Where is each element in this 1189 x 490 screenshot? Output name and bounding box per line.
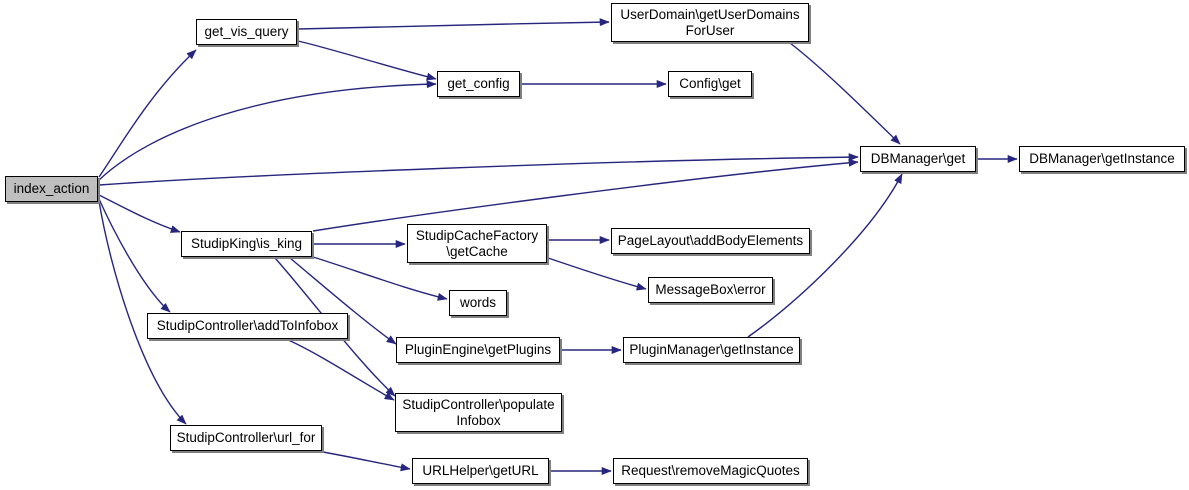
graph-node-studipcontroller_populateinfobox[interactable]: StudipController\populate Infobox [395,393,562,432]
graph-node-label: StudipController\addToInfobox [156,318,339,333]
graph-node-label: PluginManager\getInstance [629,342,794,357]
graph-node-index_action[interactable]: index_action [5,176,98,202]
graph-node-urlhelper_geturl[interactable]: URLHelper\getURL [412,458,549,484]
graph-node-label: PageLayout\addBodyElements [617,233,804,248]
graph-node-label: DBManager\getInstance [1029,151,1175,166]
graph-edge [98,49,197,178]
graph-node-label: StudipController\url_for [176,430,316,445]
graph-node-label: index_action [13,181,90,196]
graph-edge [98,194,181,233]
graph-node-label: Request\removeMagicQuotes [621,463,800,478]
graph-node-label: Config\get [679,76,741,91]
graph-node-label: StudipKing\is_king [190,236,303,251]
graph-edge [322,451,411,472]
graph-edge [747,173,903,338]
graph-node-pluginengine_getplugins[interactable]: PluginEngine\getPlugins [396,337,560,363]
graph-node-dbmanager_getinstance[interactable]: DBManager\getInstance [1019,146,1185,172]
graph-edge [98,153,859,186]
graph-edge [312,256,448,301]
graph-edge [289,257,397,345]
graph-node-label: PluginEngine\getPlugins [404,342,552,357]
graph-node-label: StudipController\populate Infobox [402,396,555,428]
graph-edge [297,40,437,81]
graph-node-userdomain_getuserdomainsforuser[interactable]: UserDomain\getUserDomains ForUser [611,3,809,42]
graph-node-label: MessageBox\error [655,282,766,297]
graph-node-label: words [459,295,496,310]
graph-node-label: get_config [447,76,510,91]
graph-edge [98,198,171,313]
graph-node-get_config[interactable]: get_config [437,71,520,97]
graph-node-get_vis_query[interactable]: get_vis_query [196,19,297,45]
graph-edge [547,257,647,291]
graph-node-pluginmanager_getinstance[interactable]: PluginManager\getInstance [623,337,800,363]
edge-group [98,18,1018,475]
graph-edge [285,338,395,401]
graph-node-label: get_vis_query [204,24,289,39]
graph-node-request_removemagicquotes[interactable]: Request\removeMagicQuotes [613,458,808,484]
graph-edge [789,42,901,145]
graph-node-studipcachefactory_getcache[interactable]: StudipCacheFactory \getCache [407,224,547,263]
graph-node-messagebox_error[interactable]: MessageBox\error [648,277,773,303]
graph-node-label: StudipCacheFactory \getCache [415,227,539,259]
graph-node-dbmanager_get[interactable]: DBManager\get [860,146,976,172]
graph-node-label: UserDomain\getUserDomains ForUser [620,6,800,38]
graph-edge [98,80,437,181]
graph-node-label: URLHelper\getURL [422,463,539,478]
graph-node-pagelayout_addbodyelements[interactable]: PageLayout\addBodyElements [611,228,810,254]
graph-node-label: DBManager\get [870,151,966,166]
graph-node-studipcontroller_url_for[interactable]: StudipController\url_for [170,425,322,451]
graph-node-words[interactable]: words [449,290,507,316]
graph-edge [297,18,610,30]
graph-node-studipking_is_king[interactable]: StudipKing\is_king [181,231,312,257]
graph-edge [312,158,859,232]
graph-node-studipcontroller_addtoinfobox[interactable]: StudipController\addToInfobox [147,313,348,339]
graph-node-config_get[interactable]: Config\get [668,71,752,97]
graph-edge [98,200,187,425]
